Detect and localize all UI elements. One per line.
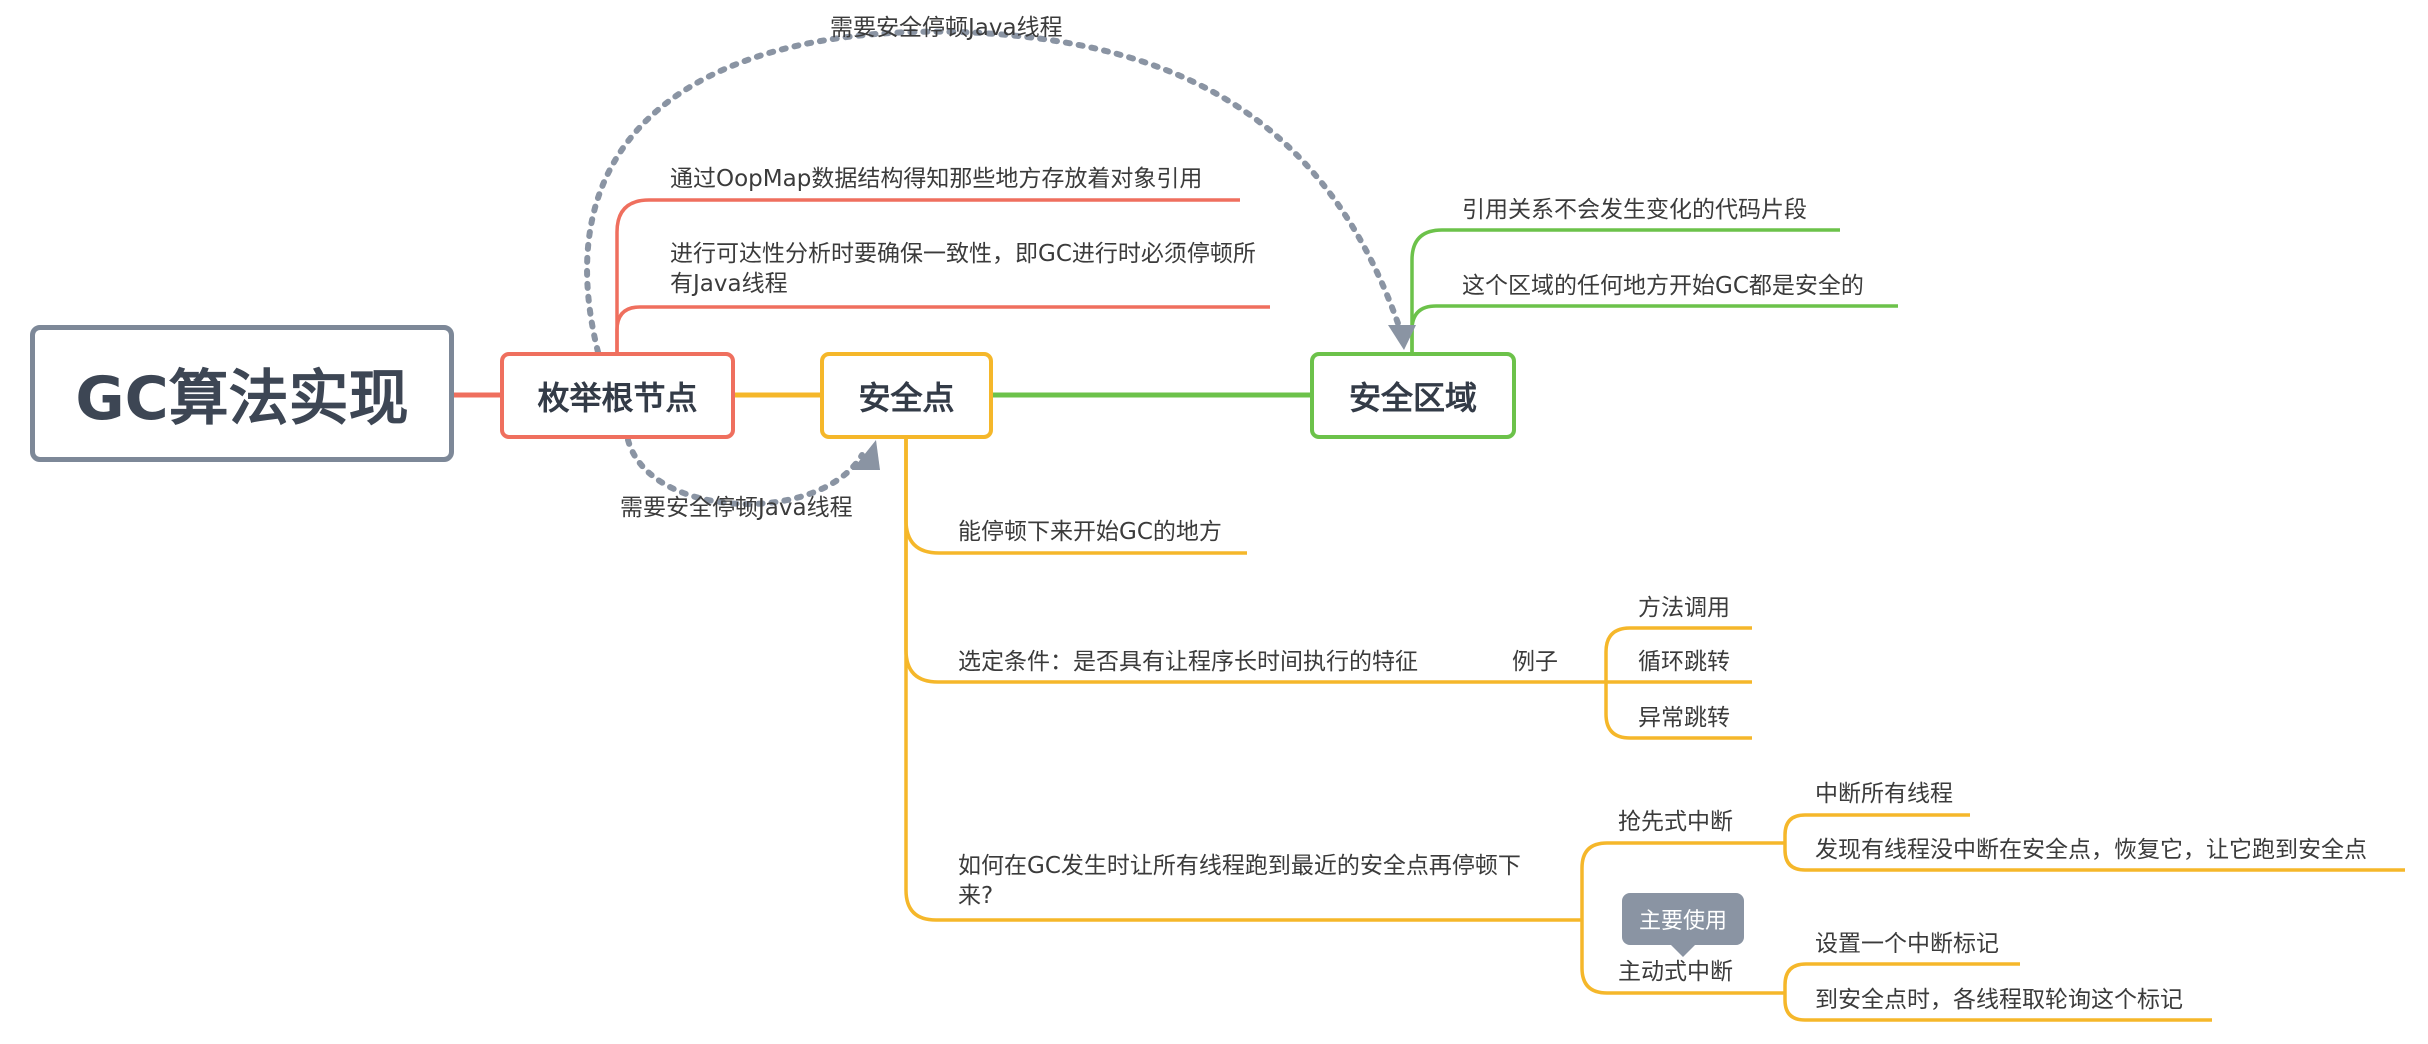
bottom-relation-label: 需要安全停顿Java线程: [620, 495, 853, 521]
region-child-safe: 这个区域的任何地方开始GC都是安全的: [1462, 273, 1864, 299]
preemptive-item-1-connector: [1783, 813, 1970, 843]
voluntary-item-1-connector: [1783, 962, 2020, 993]
example-label: 例子: [1512, 649, 1558, 675]
voluntary-label: 主动式中断: [1618, 959, 1733, 985]
root-topic[interactable]: GC算法实现: [30, 325, 454, 462]
enum-child-oopmap: 通过OopMap数据结构得知那些地方存放着对象引用: [670, 166, 1203, 192]
bottom-relation-arrowhead: [852, 440, 880, 470]
region-child-1-connector: [1410, 228, 1840, 352]
voluntary-connector: [1580, 920, 1785, 995]
voluntary-item-2-connector: [1783, 993, 2212, 1022]
voluntary-item-flag: 设置一个中断标记: [1815, 931, 1999, 957]
enum-child-1-connector: [615, 198, 1240, 352]
safepoint-node[interactable]: 安全点: [820, 352, 993, 439]
safepoint-child-selection: 选定条件：是否具有让程序长时间执行的特征: [958, 649, 1418, 675]
example-item-1-connector: [1604, 626, 1752, 682]
main-use-badge-pointer: [1670, 944, 1696, 957]
enum-roots-node[interactable]: 枚举根节点: [500, 352, 735, 439]
preemptive-label: 抢先式中断: [1618, 809, 1733, 835]
region-child-unchanged: 引用关系不会发生变化的代码片段: [1462, 197, 1807, 223]
example-item-exception-jump: 异常跳转: [1638, 705, 1730, 731]
top-relation-arrowhead: [1388, 325, 1416, 350]
voluntary-item-poll: 到安全点时，各线程取轮询这个标记: [1815, 987, 2183, 1013]
example-item-3-connector: [1604, 682, 1752, 740]
bottom-relation-arrow: [625, 437, 865, 507]
example-item-loop-jump: 循环跳转: [1638, 649, 1730, 675]
preemptive-item-2-connector: [1783, 843, 2405, 872]
enum-child-2-connector: [615, 305, 1270, 352]
preemptive-item-resume: 发现有线程没中断在安全点，恢复它，让它跑到安全点: [1815, 837, 2367, 863]
safe-region-node[interactable]: 安全区域: [1310, 352, 1516, 439]
preemptive-item-interrupt-all: 中断所有线程: [1815, 781, 1953, 807]
safepoint-child-how: 如何在GC发生时让所有线程跑到最近的安全点再停顿下来?: [958, 853, 1521, 909]
safepoint-child-selection-connector: [904, 439, 1600, 684]
top-relation-label: 需要安全停顿Java线程: [830, 15, 1063, 41]
top-relation-arrow: [584, 28, 1405, 355]
safepoint-child-how-connector: [904, 439, 1582, 922]
safepoint-child-where: 能停顿下来开始GC的地方: [958, 519, 1222, 545]
main-use-badge: 主要使用: [1622, 893, 1744, 945]
region-child-2-connector: [1410, 304, 1898, 352]
enum-child-consistency: 进行可达性分析时要确保一致性，即GC进行时必须停顿所有Java线程: [670, 241, 1256, 297]
preemptive-connector: [1580, 841, 1785, 920]
example-item-method-call: 方法调用: [1638, 595, 1730, 621]
